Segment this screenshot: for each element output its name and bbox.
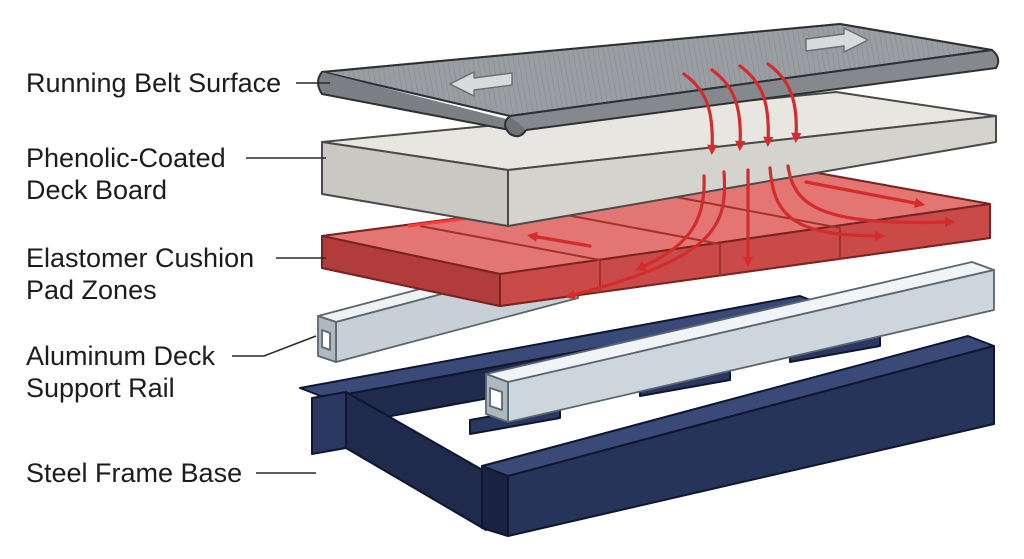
- label-support-rail: Aluminum Deck Support Rail: [26, 340, 215, 404]
- label-cushion-pads: Elastomer Cushion Pad Zones: [26, 242, 254, 306]
- label-support-rail-line1: Aluminum Deck: [26, 341, 216, 371]
- label-steel-frame-base: Steel Frame Base: [26, 457, 242, 489]
- label-running-belt-text: Running Belt Surface: [26, 68, 282, 98]
- label-steel-frame-text: Steel Frame Base: [26, 458, 243, 488]
- running-belt-surface: [317, 23, 1000, 138]
- label-support-rail-line2: Support Rail: [26, 373, 175, 403]
- label-deck-board-line1: Phenolic-Coated: [26, 143, 226, 173]
- leader-lines: [232, 82, 330, 474]
- label-cushion-pads-line2: Pad Zones: [26, 275, 157, 305]
- downward-force-arrow-icon: [526, 62, 956, 300]
- label-deck-board: Phenolic-Coated Deck Board: [26, 142, 226, 206]
- label-deck-board-line2: Deck Board: [26, 175, 168, 205]
- direction-arrow-icon: [449, 27, 869, 97]
- label-running-belt-surface: Running Belt Surface: [26, 67, 281, 99]
- label-cushion-pads-line1: Elastomer Cushion: [26, 243, 255, 273]
